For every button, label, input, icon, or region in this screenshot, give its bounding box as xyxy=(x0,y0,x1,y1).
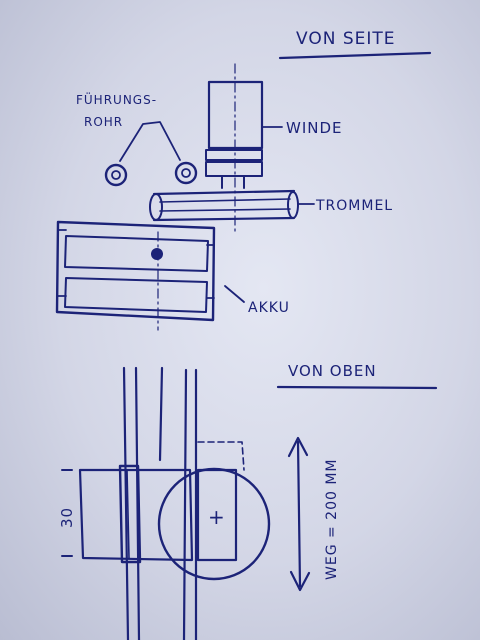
guide-tube-label-line1: FÜHRUNGS- xyxy=(76,91,157,107)
battery-label: AKKU xyxy=(248,300,290,316)
drum: TROMMEL xyxy=(149,189,393,222)
guide-rod-3 xyxy=(158,366,164,462)
side-view-title: VON SEITE xyxy=(296,29,396,49)
guide-tube-label-line2: ROHR xyxy=(84,115,123,129)
guide-tube-leader-lines xyxy=(119,121,181,162)
winch-shaft xyxy=(221,175,245,189)
guide-rod-2 xyxy=(134,366,141,640)
battery: AKKU xyxy=(55,220,290,331)
dimension-30-ticks xyxy=(61,469,73,557)
guide-rod-1 xyxy=(122,366,130,640)
carriage-block xyxy=(78,468,194,562)
travel-distance-label: WEG = 200 MM xyxy=(324,459,340,581)
guide-tube-right-bore xyxy=(181,168,191,178)
carriage-clamp xyxy=(118,464,142,564)
drum-end-right xyxy=(287,191,299,219)
drum-end-left xyxy=(149,193,163,221)
travel-arrow-head-down xyxy=(289,570,311,592)
side-view: VON SEITE FÜHRUNGS- ROHR WINDE TRO xyxy=(55,29,432,331)
battery-cell-lower xyxy=(64,277,208,313)
drum-body xyxy=(152,189,296,222)
travel-arrow-head-up xyxy=(287,436,309,458)
dimension-30-label: 30 xyxy=(58,507,76,528)
winch-label: WINDE xyxy=(286,119,343,137)
top-drum-hidden-outline xyxy=(197,441,245,471)
plus-sign: + xyxy=(208,505,226,529)
winch-circle-top xyxy=(157,467,271,581)
carriage-clamp-detail xyxy=(126,469,130,559)
guide-tube-left xyxy=(104,163,128,187)
battery-cell-upper xyxy=(64,235,209,272)
guide-tube-left-bore xyxy=(111,170,121,180)
drum-label: TROMMEL xyxy=(315,198,393,214)
battery-outline xyxy=(55,220,216,322)
winch-flange-lower xyxy=(205,161,263,177)
winch-flange-upper xyxy=(205,149,263,161)
winch-motor-body xyxy=(207,80,264,150)
battery-terminals xyxy=(57,229,215,299)
guide-tube-right xyxy=(174,161,198,185)
guide-rod-4 xyxy=(182,368,188,640)
top-view: VON OBEN + 30 WEG = 200 MM xyxy=(58,362,438,640)
drum-winding-lines xyxy=(159,198,291,212)
top-view-title: VON OBEN xyxy=(288,362,377,380)
battery-leader-line xyxy=(224,285,245,303)
winch: WINDE xyxy=(205,63,343,233)
side-view-title-underline xyxy=(278,51,432,60)
top-view-title-underline xyxy=(276,385,438,390)
travel-arrow-line xyxy=(296,440,302,588)
battery-mount-point xyxy=(151,248,163,260)
